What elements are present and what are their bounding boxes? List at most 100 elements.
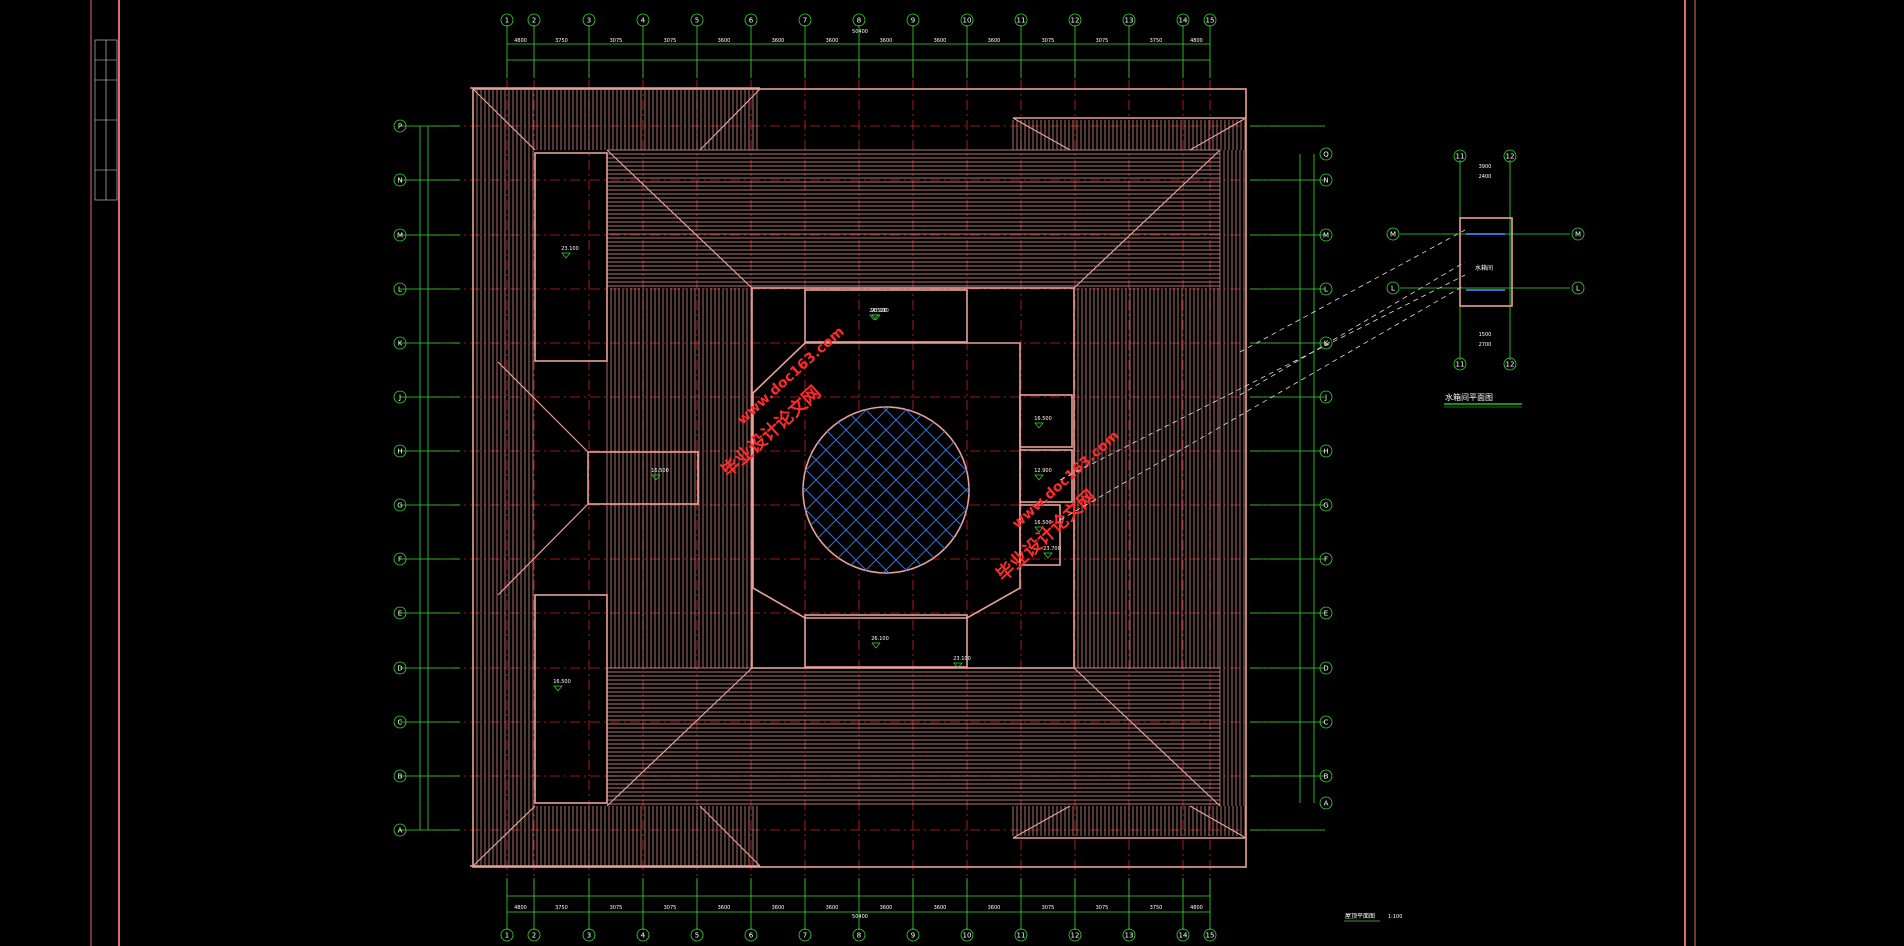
top-dim-1: 3750 — [555, 38, 568, 44]
roof-level-labels: 23.10023.10024.52016.50016.50016.50012.9… — [553, 246, 1061, 692]
top-dim-4: 3600 — [718, 38, 731, 44]
bottom-grid-11-label: 11 — [1017, 932, 1026, 940]
detail-left-grid-M-label: M — [1390, 231, 1396, 239]
top-grid-13-bubble — [1122, 13, 1136, 27]
water-tank-room — [1459, 217, 1513, 307]
bottom-grid-11-bubble — [1014, 928, 1028, 942]
bottom-grid-1-label: 1 — [505, 932, 509, 940]
bottom-total-dimension: 50400 — [852, 914, 868, 920]
left-grid-N-bubble — [393, 173, 407, 187]
right-grid-C-bubble — [1319, 715, 1333, 729]
left-grid-E-bubble — [393, 606, 407, 620]
bottom-dim-12: 3750 — [1150, 905, 1163, 911]
right-grid-H-label: H — [1323, 448, 1328, 456]
roof-level-7: 26.100 — [871, 636, 889, 642]
bottom-grid-8-bubble — [852, 928, 866, 942]
left-grid-A-label: A — [398, 827, 403, 835]
detail-dim-2: 1500 — [1479, 332, 1492, 338]
top-grid-14-bubble — [1176, 13, 1190, 27]
top-dim-10: 3075 — [1042, 38, 1055, 44]
left-grid-K-label: K — [398, 340, 403, 348]
detail-bottom-grid-11-bubble — [1453, 357, 1467, 371]
roof-level-0: 23.100 — [561, 246, 579, 252]
detail-left-grid-L-label: L — [1391, 285, 1395, 293]
detail-leader-lines — [1059, 229, 1466, 521]
courtyard-outline — [751, 287, 1075, 669]
right-grid-M-label: M — [1323, 232, 1329, 240]
roof-level-4: 16.500 — [553, 679, 571, 685]
bottom-dim-11: 3075 — [1096, 905, 1109, 911]
detail-right-grid-M-bubble — [1571, 227, 1585, 241]
right-grid-J-bubble — [1319, 390, 1333, 404]
right-grid-Q-label: Q — [1323, 151, 1329, 159]
right-grid-K-bubble — [1319, 336, 1333, 350]
roof-level-8: 23.100 — [953, 656, 971, 662]
left-grid-C-bubble — [393, 715, 407, 729]
bottom-grid-9-bubble — [906, 928, 920, 942]
roof-level-1: 23.100 — [871, 308, 889, 314]
right-grid-E-label: E — [1324, 610, 1328, 618]
bottom-grid-15-bubble — [1203, 928, 1217, 942]
bottom-grid-10-label: 10 — [963, 932, 972, 940]
top-grid-6-label: 6 — [749, 17, 754, 25]
left-grid-F-bubble — [393, 552, 407, 566]
left-grid-M-bubble — [393, 228, 407, 242]
right-grid-A-bubble — [1319, 796, 1333, 810]
top-dim-12: 3750 — [1150, 38, 1163, 44]
roof-outline-outer — [472, 88, 1247, 868]
left-grid-N-label: N — [397, 177, 402, 185]
dimension-lines — [400, 25, 1325, 930]
top-grid-4-bubble — [636, 13, 650, 27]
left-grid-E-label: E — [398, 610, 402, 618]
detail-title: 水箱间平面图 — [1445, 392, 1493, 402]
left-grid-B-label: B — [398, 773, 403, 781]
bottom-dim-2: 3075 — [610, 905, 623, 911]
top-grid-12-label: 12 — [1071, 17, 1080, 25]
left-grid-G-bubble — [393, 498, 407, 512]
top-grid-5-label: 5 — [695, 17, 699, 25]
bottom-grid-3-label: 3 — [587, 932, 591, 940]
right-grid-N-label: N — [1323, 177, 1328, 185]
detail-dim-3: 2700 — [1479, 342, 1492, 348]
top-grid-12-bubble — [1068, 13, 1082, 27]
top-grid-1-bubble — [500, 13, 514, 27]
top-dim-3: 3075 — [664, 38, 677, 44]
left-grid-P-label: P — [398, 123, 402, 131]
left-grid-D-bubble — [393, 661, 407, 675]
title-strip — [94, 39, 118, 201]
roof-level-3: 16.500 — [651, 468, 669, 474]
top-grid-1-label: 1 — [505, 17, 509, 25]
right-grid-J-label: J — [1324, 394, 1327, 402]
bottom-grid-4-bubble — [636, 928, 650, 942]
right-grid-Q-bubble — [1319, 147, 1333, 161]
detail-right-grid-L-bubble — [1571, 281, 1585, 295]
bottom-grid-4-label: 4 — [641, 932, 646, 940]
top-grid-15-label: 15 — [1206, 17, 1215, 25]
roof-void-west-mid — [587, 451, 699, 505]
top-dim-9: 3600 — [988, 38, 1001, 44]
roof-level-5: 16.500 — [1034, 416, 1052, 422]
bottom-grid-3-bubble — [582, 928, 596, 942]
right-grid-N-bubble — [1319, 173, 1333, 187]
top-grid-14-label: 14 — [1179, 17, 1188, 25]
right-grid-B-bubble — [1319, 769, 1333, 783]
detail-bottom-grid-12-bubble — [1503, 357, 1517, 371]
bottom-dim-7: 3600 — [880, 905, 893, 911]
left-grid-L-bubble — [393, 282, 407, 296]
bottom-grid-13-label: 13 — [1125, 932, 1134, 940]
bottom-grid-5-bubble — [690, 928, 704, 942]
bottom-dim-3: 3075 — [664, 905, 677, 911]
sheet-caption-scale: 1:100 — [1388, 914, 1402, 920]
right-grid-G-bubble — [1319, 498, 1333, 512]
bottom-dim-0: 4800 — [514, 905, 527, 911]
right-grid-M-bubble — [1319, 228, 1333, 242]
water-tank-room-label: 水箱间 — [1475, 264, 1493, 272]
detail-bottom-grid-11-label: 11 — [1456, 361, 1465, 369]
roof-outlines — [470, 87, 1247, 868]
top-grid-7-bubble — [798, 13, 812, 27]
detail-left-grid-L-bubble — [1386, 281, 1400, 295]
sheet-caption-title: 屋顶平面图 — [1345, 913, 1375, 920]
top-grid-8-label: 8 — [857, 17, 861, 25]
